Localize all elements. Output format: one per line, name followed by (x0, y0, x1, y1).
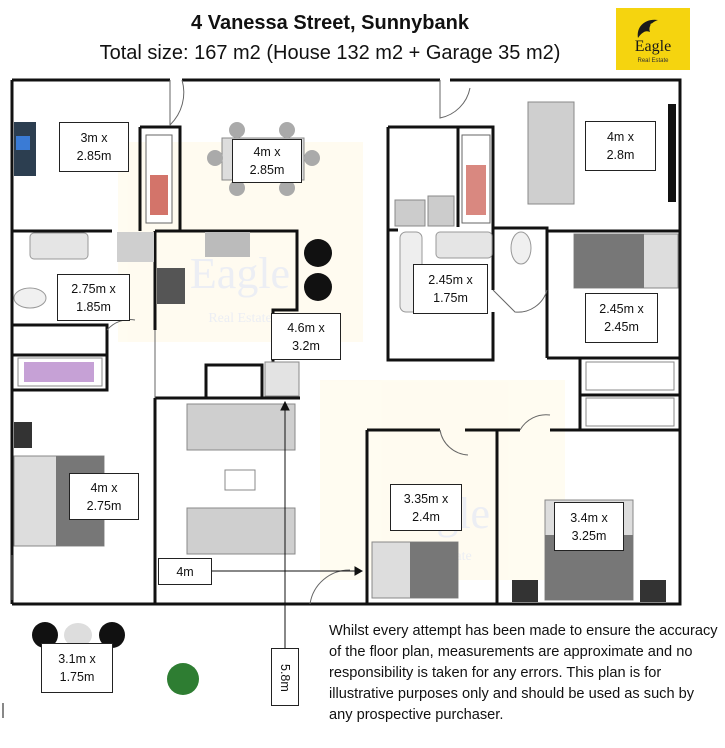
room-label-line: 3.25m (571, 528, 607, 543)
eagle-logo: Eagle Real Estate (616, 8, 690, 70)
kitchen-sink (205, 232, 250, 257)
room-label-line: 2.45m x (428, 273, 473, 287)
bedside-table (640, 580, 666, 602)
room-label-line: 4m x (253, 145, 281, 159)
toilet (510, 231, 532, 265)
bench (117, 232, 154, 262)
chair (279, 122, 295, 138)
eagle-head-icon (637, 19, 658, 38)
garage-length-label: 5.8m (271, 648, 299, 706)
garage-width-label: 4m (158, 558, 212, 585)
room-label-line: 3m x (80, 131, 108, 145)
fridge (264, 361, 300, 397)
room-label-line: 2.75m (86, 498, 122, 513)
chair (304, 150, 320, 166)
patio-table (64, 623, 92, 647)
plan-title: 4 Vanessa Street, Sunnybank (191, 12, 469, 34)
room-label-line: 1.85m (76, 299, 111, 314)
patio-chair (32, 622, 58, 648)
vanity (29, 232, 89, 260)
garage-width-text: 4m (176, 564, 194, 579)
room-label-bedroom-center: 3.35m x 2.4m (390, 484, 462, 531)
toilet (13, 287, 47, 309)
sofa (186, 403, 296, 451)
bedside-table (512, 580, 538, 602)
logo-name: Eagle (634, 38, 672, 55)
dimension-lines (212, 400, 364, 648)
bed-cover (574, 234, 644, 288)
room-label-kitchen: 4.6m x 3.2m (271, 313, 341, 360)
room-label-bathroom-left: 2.75m x 1.85m (57, 274, 130, 321)
chair (279, 180, 295, 196)
bed-cover (410, 542, 458, 598)
dryer (427, 195, 455, 227)
plant (167, 663, 199, 695)
room-label-line: 4m x (90, 480, 118, 495)
watermark-text: Eagle (190, 249, 290, 298)
room-label-lounge: 4m x 2.8m (585, 121, 656, 171)
patio-chair (99, 622, 125, 648)
disclaimer-text: Whilst every attempt has been made to en… (329, 623, 718, 723)
chair (229, 180, 245, 196)
room-label-dining: 4m x 2.85m (232, 139, 302, 183)
room-label-bedroom-right: 3.4m x 3.25m (554, 502, 624, 551)
room-label-line: 1.75m (433, 291, 468, 305)
room-label-line: 4.6m x (287, 320, 325, 335)
room-label-bathroom-center: 2.45m x 1.75m (413, 264, 488, 314)
bedside-table (14, 422, 32, 448)
garage-length-text: 5.8m (278, 664, 292, 692)
room-label-line: 1.75m (59, 670, 95, 684)
bar-stool (304, 239, 332, 267)
watermark-tagline: Real Estate (208, 311, 271, 326)
sofa (186, 507, 296, 555)
room-label-line: 3.1m x (58, 652, 96, 666)
wardrobe (585, 397, 675, 427)
cooktop (157, 268, 185, 304)
room-label-line: 2.4m (412, 509, 440, 524)
room-label-line: 3.4m x (570, 510, 608, 525)
room-label-study: 3m x 2.85m (59, 122, 129, 172)
room-label-bedroom-top-right: 2.45m x 2.45m (585, 293, 658, 343)
room-label-line: 3.35m x (403, 491, 449, 506)
wardrobe (585, 361, 675, 391)
vanity (435, 231, 493, 259)
room-label-line: 2.45m x (599, 302, 644, 316)
logo-tagline: Real Estate (637, 58, 669, 64)
doors (11, 79, 551, 605)
bar-stool (304, 273, 332, 301)
plan-subtitle: Total size: 167 m2 (House 132 m2 + Garag… (99, 42, 561, 64)
room-label-line: 2.85m (76, 149, 112, 163)
chair (229, 122, 245, 138)
room-label-line: 4m x (606, 130, 635, 144)
room-label-line: 2.75m x (71, 281, 116, 296)
room-label-bedroom-left: 4m x 2.75m (69, 473, 139, 520)
walls (10, 78, 682, 606)
coffee-table (224, 469, 256, 491)
room-label-line: 2.45m (604, 320, 639, 334)
sofa (527, 101, 575, 205)
room-label-line: 3.2m (292, 338, 320, 353)
washer (394, 199, 426, 227)
chair (207, 150, 223, 166)
room-label-line: 2.85m (249, 163, 285, 177)
room-label-line: 2.8m (606, 148, 635, 162)
tv-unit (668, 104, 676, 202)
room-label-patio: 3.1m x 1.75m (41, 643, 113, 693)
